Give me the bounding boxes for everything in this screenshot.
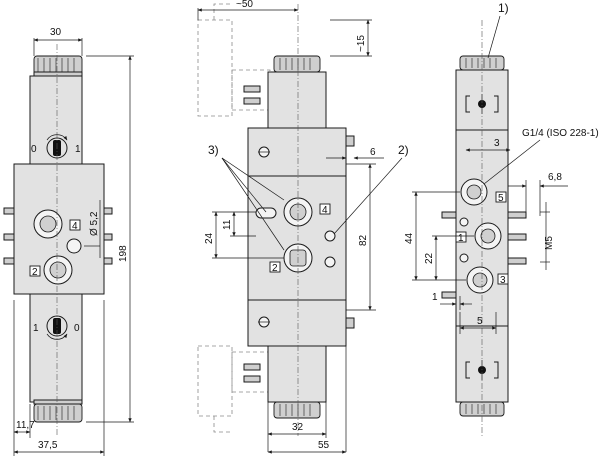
middle-dim-top-width: ~50 xyxy=(236,0,253,10)
right-top-nut xyxy=(459,55,505,71)
middle-dim-left-11: 11 xyxy=(222,219,233,230)
middle-port-box-2: 2 xyxy=(272,263,278,274)
middle-dim-height-82: 82 xyxy=(358,234,369,246)
middle-dim-bottom-32: 32 xyxy=(292,422,304,433)
middle-top-nut xyxy=(273,55,321,73)
left-port-box-4: 4 xyxy=(72,221,78,232)
right-dim-5: 5 xyxy=(477,316,483,327)
left-dim-hole: Ø 5,2 xyxy=(89,211,100,236)
middle-callout-3: 3) xyxy=(208,143,219,157)
middle-dim-right-offset: 6 xyxy=(370,147,376,158)
left-top-switch-on-label: 1 xyxy=(75,144,81,155)
right-view: 5 1 3 1) G1/4 (ISO 228-1) 3 6,8 M5 xyxy=(404,1,599,436)
right-dim-3: 3 xyxy=(494,138,500,149)
middle-dim-top-height: ~15 xyxy=(356,35,367,52)
middle-dim-bottom-55: 55 xyxy=(318,440,330,451)
right-pilot-port xyxy=(459,217,469,227)
left-port-box-2: 2 xyxy=(32,267,38,278)
middle-dim-left-24: 24 xyxy=(204,232,215,244)
middle-pilot-hole xyxy=(324,230,336,242)
right-port-box-5: 5 xyxy=(498,193,504,204)
right-dim-44: 44 xyxy=(404,232,415,244)
right-port-box-1: 1 xyxy=(458,233,464,244)
middle-bottom-nut xyxy=(273,401,321,419)
right-dim-22: 22 xyxy=(424,252,435,264)
right-dim-6-8: 6,8 xyxy=(548,172,562,183)
left-bottom-switch-on-label: 1 xyxy=(33,323,39,334)
left-lower-coil xyxy=(29,293,83,403)
right-thread-label: G1/4 (ISO 228-1) xyxy=(522,128,599,139)
right-callout-1: 1) xyxy=(498,1,509,15)
left-dim-width-top: 30 xyxy=(50,27,62,38)
middle-view: 4 2 ~50 ~15 6 82 24 11 3) xyxy=(197,0,409,454)
left-dim-offset-bottom: 11,7 xyxy=(16,420,35,431)
left-top-switch-off-label: 0 xyxy=(31,144,37,155)
left-view: 0 1 4 2 1 0 30 198 Ø 5,2 xyxy=(3,27,134,456)
right-dim-1: 1 xyxy=(432,292,438,303)
right-dim-m5: M5 xyxy=(544,236,555,250)
left-top-nut xyxy=(33,55,83,77)
left-dim-height: 198 xyxy=(118,245,129,262)
middle-port-box-4: 4 xyxy=(322,205,328,216)
middle-callout-2: 2) xyxy=(398,143,409,157)
middle-upper-coil xyxy=(267,71,327,129)
left-bottom-switch-off-label: 0 xyxy=(74,323,80,334)
middle-bottom-connector-outline xyxy=(197,345,271,433)
right-port-box-3: 3 xyxy=(500,275,506,286)
left-dim-width-bottom: 37,5 xyxy=(38,440,58,451)
left-port-small xyxy=(66,238,82,254)
middle-lower-coil xyxy=(267,345,327,403)
left-bottom-nut xyxy=(33,399,83,423)
